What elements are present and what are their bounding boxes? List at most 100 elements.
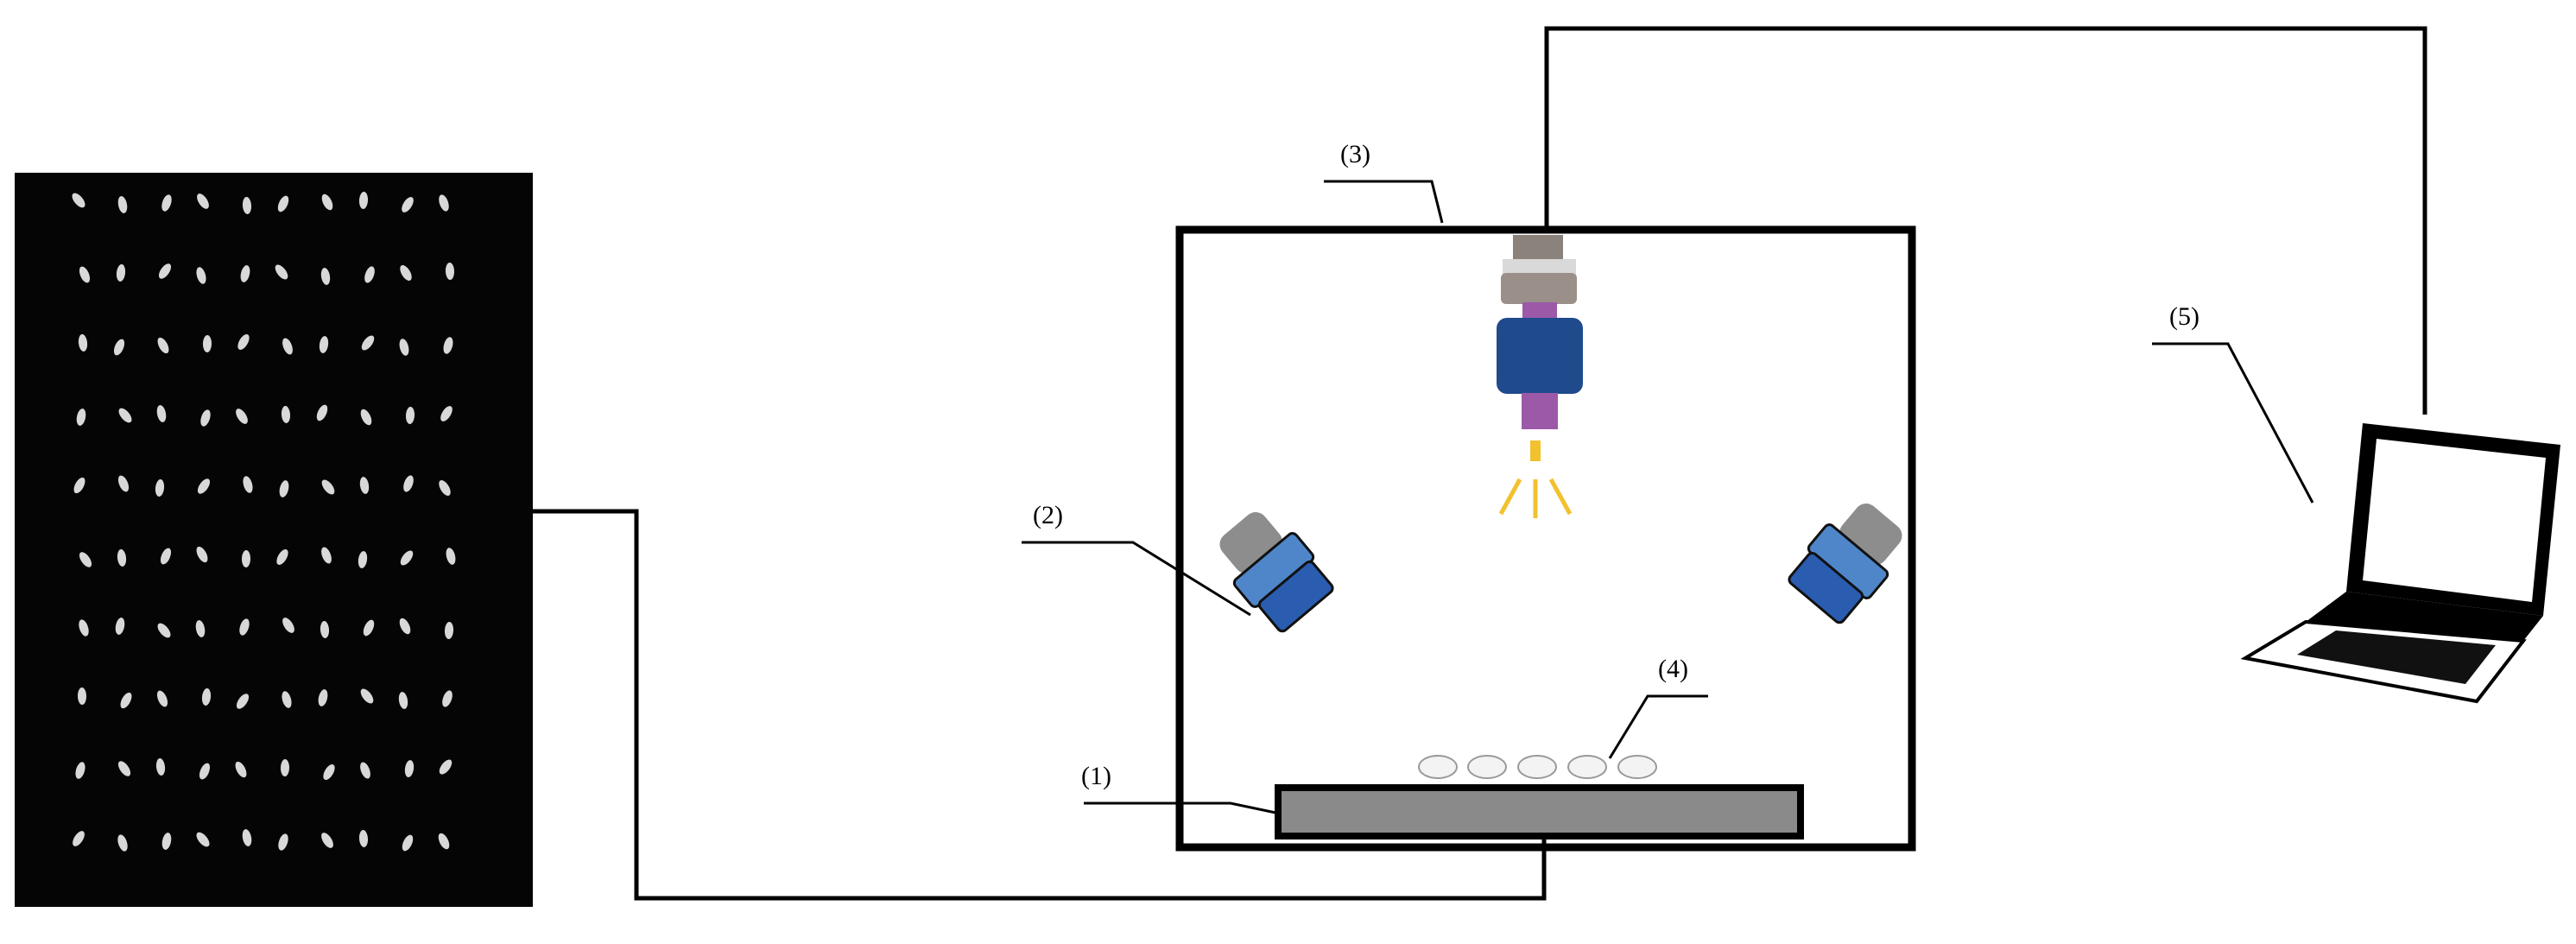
lamp-body <box>1788 552 1864 624</box>
seed <box>400 265 412 281</box>
seed <box>158 263 172 279</box>
light-ray <box>1498 478 1522 516</box>
seed <box>202 335 212 352</box>
seed <box>446 548 456 565</box>
camera-neck <box>1522 302 1557 320</box>
halogen-lamp-icon <box>1788 504 1902 624</box>
sample-dish <box>1617 755 1657 779</box>
seed <box>117 834 128 852</box>
hyperspectral-camera-icon <box>1497 235 1583 518</box>
seed <box>117 196 128 213</box>
seed <box>237 333 250 351</box>
seed <box>319 336 329 353</box>
seed <box>444 622 454 639</box>
seed <box>398 692 408 709</box>
laptop-keys <box>2297 630 2496 684</box>
seed <box>196 832 210 847</box>
label-computer: (5) <box>2169 302 2199 331</box>
seed <box>321 193 333 211</box>
seed-grid <box>72 192 456 852</box>
seed <box>282 691 292 708</box>
seed <box>276 548 288 566</box>
seed <box>323 763 335 781</box>
seed <box>282 338 293 355</box>
seed <box>280 759 290 776</box>
seed <box>79 619 89 637</box>
seed <box>404 760 415 777</box>
seed <box>358 192 369 209</box>
seed <box>321 547 332 564</box>
light-source <box>1530 440 1541 461</box>
seed <box>236 694 250 709</box>
seed <box>360 762 370 779</box>
seed <box>400 550 414 566</box>
leader-line-1 <box>1084 801 1281 815</box>
seed <box>438 833 450 850</box>
leader-line-3 <box>1324 180 1444 224</box>
label-samples: (4) <box>1658 655 1688 683</box>
seed <box>196 267 206 284</box>
sample-dishes <box>1418 755 1657 779</box>
seed <box>157 623 171 638</box>
seed <box>241 550 251 567</box>
seed <box>439 480 451 496</box>
seed <box>157 337 169 354</box>
seed <box>439 759 453 775</box>
seed <box>77 687 87 705</box>
seed <box>117 761 131 776</box>
seed <box>440 406 453 421</box>
seed <box>79 266 91 283</box>
seed <box>197 193 209 209</box>
camera-ring <box>1503 259 1576 275</box>
camera-mount <box>1513 235 1563 261</box>
seed <box>76 409 86 426</box>
seed <box>281 406 291 423</box>
seed <box>195 620 206 637</box>
seed <box>240 265 250 282</box>
seed <box>402 197 414 212</box>
seed <box>156 690 168 707</box>
seed <box>235 761 247 778</box>
leader-line-5 <box>2152 342 2314 504</box>
lamp-body <box>1257 561 1334 633</box>
seed <box>442 690 453 707</box>
camera-top <box>1501 273 1577 304</box>
seed <box>361 335 375 351</box>
camera-body <box>1497 318 1583 394</box>
seed <box>73 831 85 846</box>
seed <box>358 830 369 847</box>
seed <box>200 409 211 427</box>
seed <box>242 197 252 214</box>
seed <box>320 621 330 638</box>
seed <box>113 339 125 356</box>
seed <box>358 551 368 568</box>
seed <box>236 409 248 424</box>
seed <box>403 475 414 492</box>
seed <box>277 195 289 212</box>
sample-stage <box>1275 784 1804 839</box>
light-ray <box>1548 478 1573 516</box>
seed <box>161 833 172 850</box>
seed <box>197 478 211 494</box>
seed <box>399 618 411 635</box>
seed <box>155 758 166 776</box>
seed <box>279 480 289 497</box>
seed <box>278 833 288 851</box>
seed <box>282 618 294 633</box>
label-side-light: (2) <box>1033 501 1063 529</box>
seed-image-panel <box>15 173 533 907</box>
sample-dish <box>1418 755 1458 779</box>
seed <box>72 193 85 208</box>
seed <box>117 475 130 492</box>
seed <box>275 264 288 280</box>
seed <box>120 692 132 709</box>
seed <box>160 548 172 565</box>
halogen-lamp-icon <box>1219 512 1334 633</box>
seed <box>156 405 167 422</box>
data-cable-seed-to-stage <box>533 509 1547 901</box>
seed <box>75 762 85 779</box>
label-stage: (1) <box>1081 762 1111 790</box>
seed <box>318 689 328 706</box>
seed <box>242 829 252 846</box>
